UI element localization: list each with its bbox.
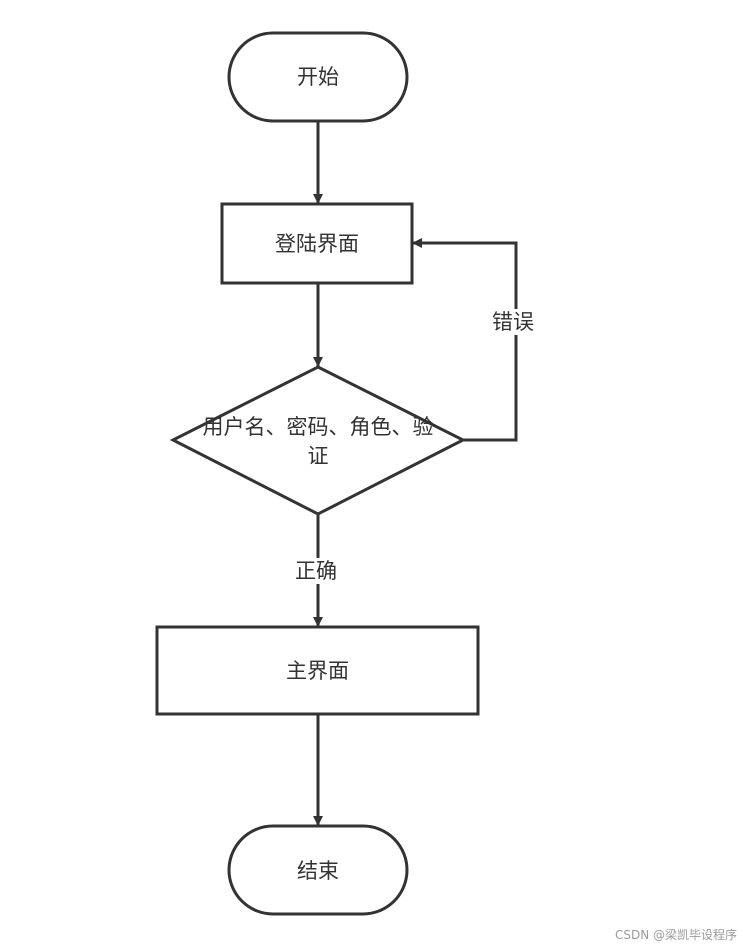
start-node-label: 开始 <box>297 65 339 89</box>
edge-check-error-to-login <box>412 238 518 442</box>
end-node-shape <box>227 824 409 916</box>
login-node-label: 登陆界面 <box>275 232 359 256</box>
main-node-label: 主界面 <box>286 659 349 683</box>
end-node-label: 结束 <box>297 859 339 883</box>
watermark-text: CSDN @梁凯毕设程序 <box>614 928 737 942</box>
check-node-label-line2: 证 <box>307 444 329 468</box>
check-node-shape <box>169 365 467 516</box>
start-node-shape <box>227 31 409 123</box>
edge-label-error: 错误 <box>490 309 536 335</box>
login-node-shape <box>220 202 414 285</box>
edge-label-correct: 正确 <box>293 558 339 584</box>
main-node-shape <box>155 625 480 716</box>
check-node-label-line1: 用户名、密码、角色、验 <box>202 415 434 439</box>
